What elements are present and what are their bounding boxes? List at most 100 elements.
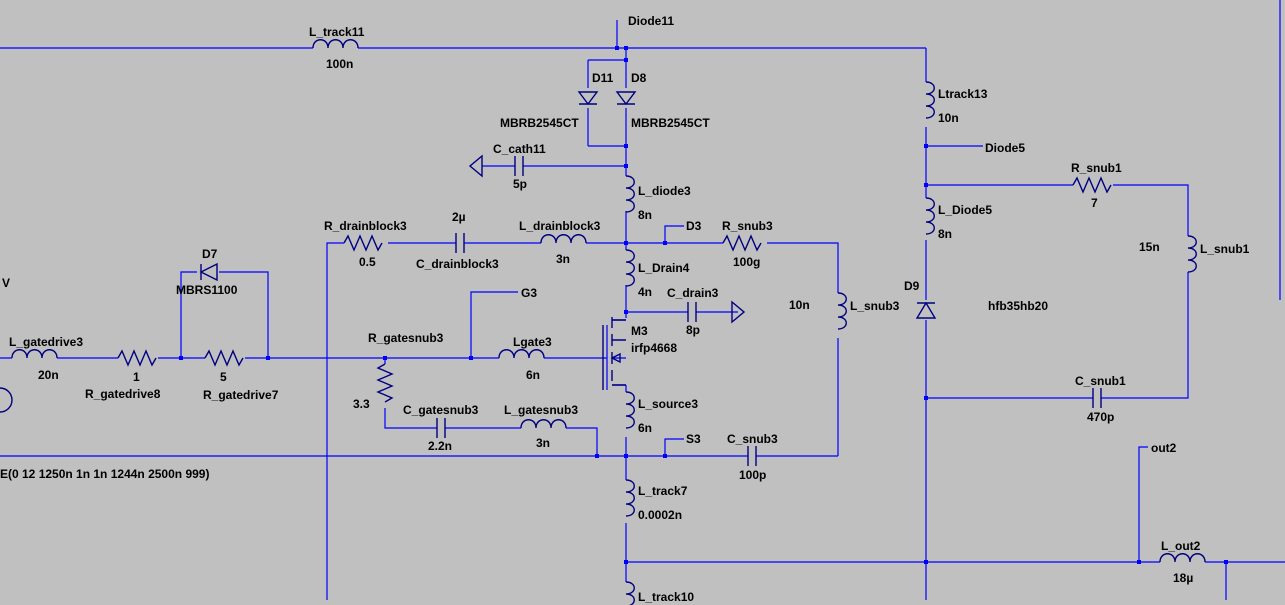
junction-dots: [179, 46, 1228, 564]
mosfet-m3-symbol: [602, 317, 626, 390]
label-lgate3: Lgate3: [513, 335, 552, 349]
value-r-gatedrive8: 1: [133, 370, 140, 384]
r-snub3-symbol: [722, 235, 762, 251]
value-c-drain3: 8p: [686, 323, 700, 337]
l-track7-symbol: [625, 479, 635, 517]
ground-flag-left-symbol: [468, 154, 483, 178]
label-l-gatedrive3: L_gatedrive3: [9, 335, 83, 349]
r-drainblock3-symbol: [343, 235, 383, 251]
value-l-snub1: 15n: [1139, 240, 1160, 254]
label-d9: D9: [904, 279, 920, 293]
label-l-diode3: L_diode3: [638, 184, 691, 198]
part-mbrb-right: MBRB2545CT: [631, 116, 710, 130]
label-l-diode5: L_Diode5: [938, 203, 992, 217]
label-l-drainblock3: L_drainblock3: [519, 219, 601, 233]
component-symbols: [0, 39, 1206, 605]
label-r-snub1: R_snub1: [1071, 161, 1122, 175]
value-l-diode3: 8n: [638, 208, 652, 222]
l-track11-symbol: [312, 39, 359, 49]
label-r-gatedrive7: R_gatedrive7: [203, 388, 279, 402]
label-d3: D3: [686, 219, 702, 233]
ltrack13-symbol: [925, 81, 935, 119]
c-snub3-symbol: [747, 446, 757, 466]
l-drainblock3-symbol: [540, 234, 587, 244]
label-d11: D11: [592, 71, 614, 85]
value-r-snub3: 100g: [733, 255, 760, 269]
l-out2-symbol: [1159, 553, 1206, 563]
value-c-snub3: 100p: [739, 468, 766, 482]
d11-symbol: [577, 91, 599, 106]
value-ltrack13: 10n: [938, 111, 959, 125]
value-l-track7: 0.0002n: [638, 508, 682, 522]
value-r-gatesnub3: 3.3: [353, 397, 370, 411]
value-l-gatesnub3: 3n: [536, 436, 550, 450]
value-l-source3: 6n: [638, 421, 652, 435]
part-mbrs1100: MBRS1100: [176, 283, 238, 297]
label-l-track10: L_track10: [638, 590, 694, 604]
label-l-drain4: L_Drain4: [638, 261, 690, 275]
l-drain4-symbol: [625, 249, 635, 287]
label-diode5: Diode5: [985, 141, 1025, 155]
label-c-cath11: C_cath11: [493, 142, 546, 156]
value-r-drainblock3: 0.5: [359, 255, 376, 269]
value-lgate3: 6n: [526, 368, 540, 382]
ground-flag-right-symbol: [731, 300, 746, 324]
label-l-gatesnub3: L_gatesnub3: [504, 403, 578, 417]
value-l-drain4: 4n: [638, 285, 652, 299]
value-c-cath11: 5p: [513, 177, 527, 191]
l-diode3-symbol: [625, 175, 635, 213]
l-gatedrive3-symbol: [11, 349, 58, 359]
r-gatedrive8-symbol: [117, 350, 157, 366]
label-r-gatedrive8: R_gatedrive8: [85, 387, 161, 401]
value-l-out2: 18µ: [1173, 571, 1193, 585]
value-l-snub3: 10n: [789, 298, 810, 312]
label-d7: D7: [202, 247, 218, 261]
source-circle-partial: [0, 387, 13, 413]
label-l-out2: L_out2: [1161, 539, 1201, 553]
label-l-snub3: L_snub3: [850, 299, 900, 313]
d9-symbol: [915, 301, 937, 319]
l-diode5-symbol: [925, 197, 935, 235]
r-gatesnub3-symbol: [377, 363, 393, 403]
label-v-partial: V: [2, 276, 10, 290]
label-r-snub3: R_snub3: [722, 219, 773, 233]
label-c-drain3: C_drain3: [667, 286, 719, 300]
value-c-snub1: 470p: [1087, 410, 1114, 424]
c-drain3-symbol: [687, 302, 697, 322]
label-c-gatesnub3: C_gatesnub3: [403, 403, 479, 417]
value-c-drainblock3: 2µ: [452, 210, 466, 224]
value-c-gatesnub3: 2.2n: [428, 439, 452, 453]
label-g3: G3: [521, 286, 537, 300]
label-c-snub3: C_snub3: [727, 432, 778, 446]
value-l-drainblock3: 3n: [556, 252, 570, 266]
d7-symbol: [199, 262, 218, 282]
value-r-snub1: 7: [1091, 196, 1098, 210]
label-r-drainblock3: R_drainblock3: [324, 219, 407, 233]
label-diode11: Diode11: [628, 14, 674, 28]
label-r-gatesnub3: R_gatesnub3: [368, 331, 444, 345]
value-l-gatedrive3: 20n: [38, 368, 59, 382]
label-l-source3: L_source3: [638, 397, 698, 411]
value-l-track11: 100n: [326, 57, 353, 71]
label-ltrack13: Ltrack13: [938, 87, 988, 101]
label-l-snub1: L_snub1: [1200, 242, 1250, 256]
l-gatesnub3-symbol: [520, 419, 567, 429]
c-drainblock3-symbol: [455, 233, 465, 253]
part-mbrb-left: MBRB2545CT: [500, 116, 579, 130]
lgate3-symbol: [498, 349, 545, 359]
r-snub1-symbol: [1072, 177, 1112, 193]
r-gatedrive7-symbol: [204, 350, 244, 366]
labels: L_track11 100n Diode11 D11 D8 MBRB2545CT…: [0, 14, 1250, 604]
label-l-track11: L_track11: [309, 25, 365, 39]
label-c-drainblock3: C_drainblock3: [416, 257, 499, 271]
l-source3-symbol: [625, 391, 635, 429]
c-snub1-symbol: [1092, 388, 1102, 408]
label-l-track7: L_track7: [638, 484, 688, 498]
label-c-snub1: C_snub1: [1075, 374, 1126, 388]
d8-symbol: [615, 91, 637, 106]
part-irfp4668: irfp4668: [631, 341, 677, 355]
l-track10-symbol: [625, 581, 635, 605]
c-cath11-symbol: [514, 156, 524, 176]
